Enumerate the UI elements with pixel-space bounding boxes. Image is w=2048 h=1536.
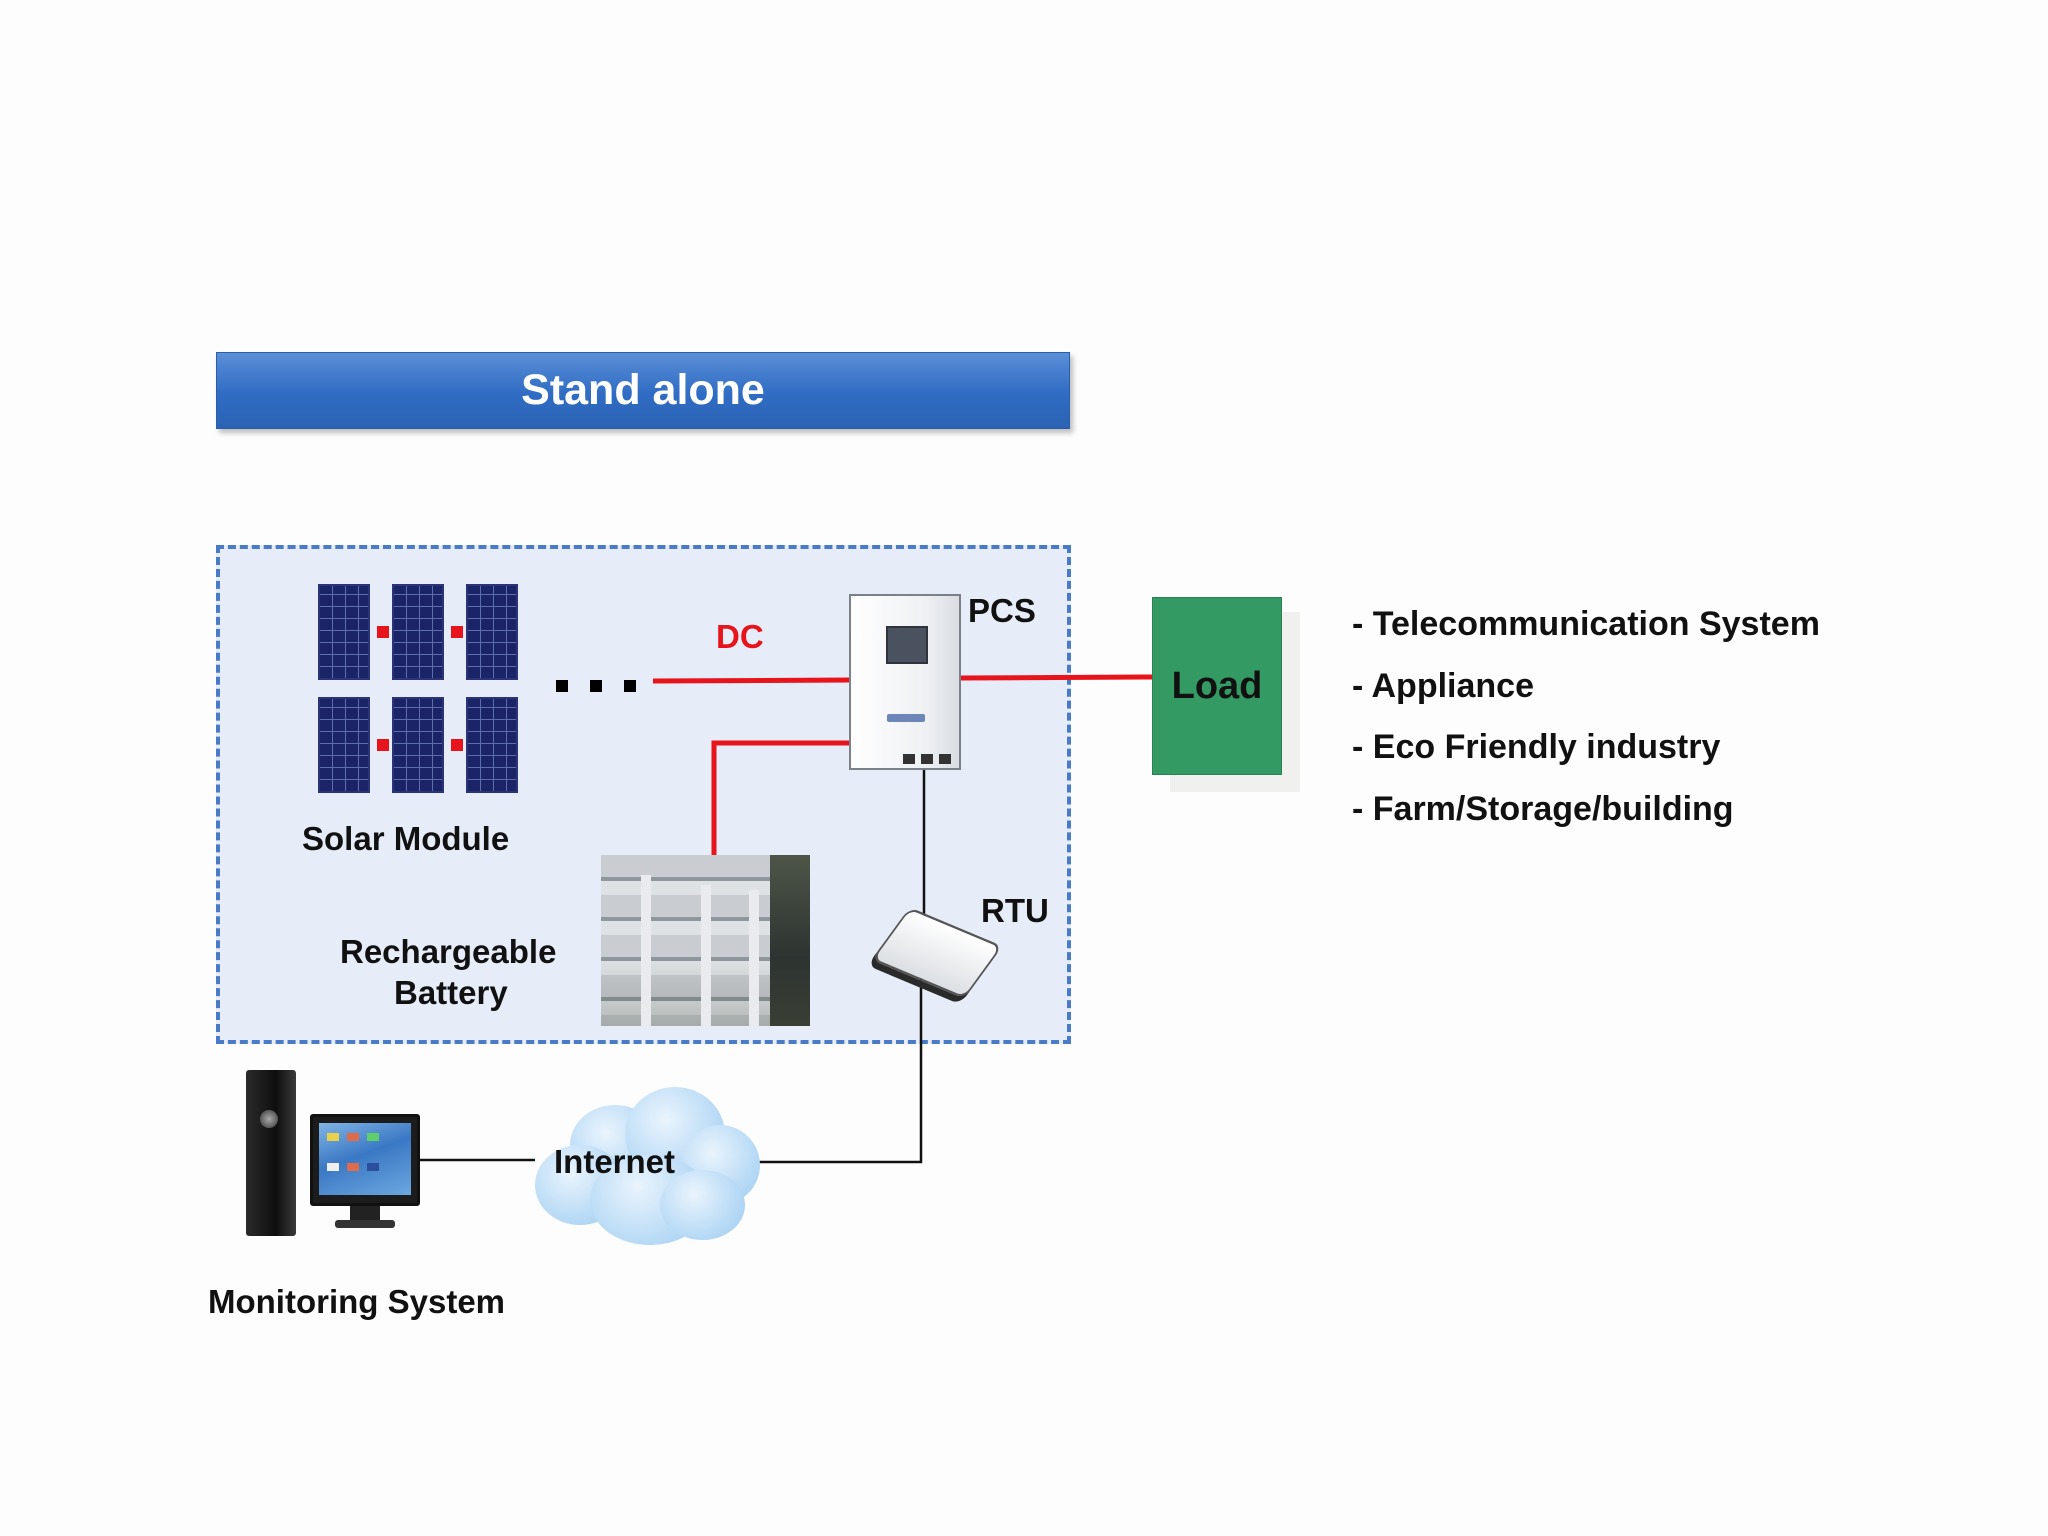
rack-post [641, 875, 651, 1026]
internet-cloud-icon [530, 1075, 760, 1245]
dc-line-battery-to-pcs [711, 740, 851, 858]
application-item: - Telecommunication System [1352, 605, 1820, 643]
pcs-port [903, 754, 915, 764]
title-banner: Stand alone [216, 352, 1070, 429]
solar-module-label: Solar Module [302, 820, 510, 857]
solar-panel [318, 697, 370, 793]
battery-label-line1: Rechargeable [340, 933, 557, 970]
solar-panel [466, 697, 518, 793]
background-wall [770, 855, 810, 1026]
internet-label: Internet [554, 1143, 676, 1180]
ellipsis-dot [556, 680, 568, 692]
ellipsis-dot [624, 680, 636, 692]
solar-panel [392, 697, 444, 793]
monitor-screen [319, 1123, 411, 1195]
monitor-stand [350, 1206, 380, 1220]
solar-panel [392, 584, 444, 680]
dc-line-solar-to-pcs [652, 677, 852, 684]
monitoring-system-label: Monitoring System [208, 1283, 506, 1320]
battery-photo [601, 855, 810, 1026]
solar-panel [466, 584, 518, 680]
ellipsis-dot [590, 680, 602, 692]
monitor-icon [310, 1114, 420, 1206]
diagram-title: Stand alone [521, 366, 765, 414]
pcs-display [886, 626, 928, 664]
panel-connector [451, 739, 463, 751]
application-item: - Eco Friendly industry [1352, 728, 1721, 766]
panel-connector [377, 626, 389, 638]
application-item: - Appliance [1352, 666, 1534, 705]
panel-connector [451, 626, 463, 638]
line-rtu-to-internet [757, 970, 923, 1164]
pcs-port [921, 754, 933, 764]
ac-line-pcs-to-load [960, 674, 1153, 681]
pcs-port [939, 754, 951, 764]
load-box: Load [1152, 597, 1282, 775]
dc-label: DC [716, 618, 764, 655]
pcs-label: PCS [968, 592, 1036, 629]
load-label: Load [1171, 664, 1263, 707]
panel-connector [377, 739, 389, 751]
pcs-logo [887, 714, 925, 722]
pc-tower-icon [246, 1070, 296, 1236]
rack-post [701, 885, 711, 1026]
rack-post [749, 890, 759, 1026]
rtu-label: RTU [981, 892, 1049, 929]
power-button [260, 1110, 278, 1128]
solar-panel [318, 584, 370, 680]
application-list: - Telecommunication System - Appliance -… [1352, 594, 1820, 840]
monitor-base [335, 1220, 395, 1228]
pcs-inverter-icon [849, 594, 961, 770]
application-item: - Farm/Storage/building [1352, 789, 1734, 828]
battery-label-line2: Battery [394, 974, 508, 1011]
